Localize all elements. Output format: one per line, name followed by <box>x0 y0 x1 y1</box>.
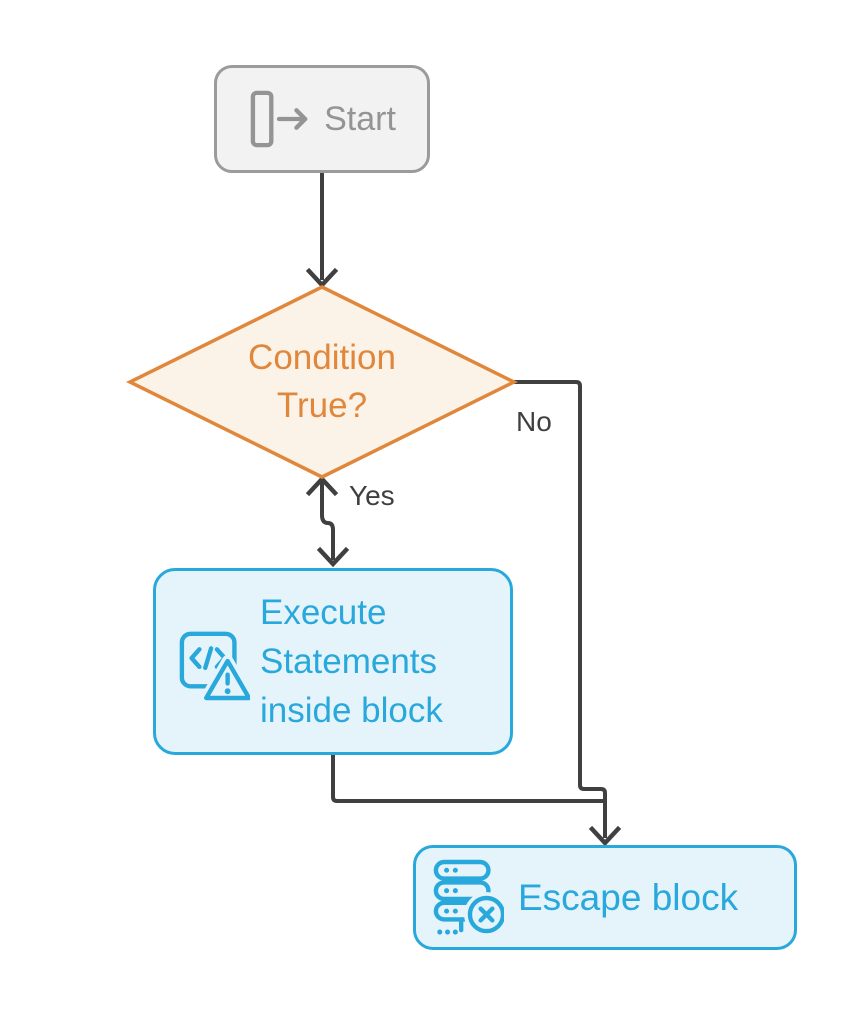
code-warning-icon <box>179 631 250 704</box>
condition-diamond <box>126 285 518 479</box>
arrowhead-condition-bottom-up <box>305 475 339 497</box>
node-condition: Condition True? <box>126 283 518 481</box>
edge-condition-to-execute <box>320 480 335 560</box>
edge-condition-to-escape <box>512 380 607 838</box>
node-condition-label: Condition True? <box>248 337 396 425</box>
node-start: Start <box>214 65 430 173</box>
node-execute: Execute Statements inside block <box>153 568 513 755</box>
server-cancel-icon <box>433 859 504 937</box>
enter-arrow-icon <box>250 90 308 148</box>
node-escape: Escape block <box>413 845 797 950</box>
node-execute-label: Execute Statements inside block <box>260 593 443 730</box>
node-escape-label: Escape block <box>518 876 739 918</box>
node-condition-shape <box>126 285 518 479</box>
arrowhead-escape-top <box>588 825 622 847</box>
arrowhead-execute-top <box>316 546 350 568</box>
node-start-label: Start <box>324 99 396 138</box>
edge-execute-to-escape <box>331 754 607 803</box>
edge-label-no: No <box>516 406 552 437</box>
edge-label-yes: Yes <box>349 480 395 511</box>
